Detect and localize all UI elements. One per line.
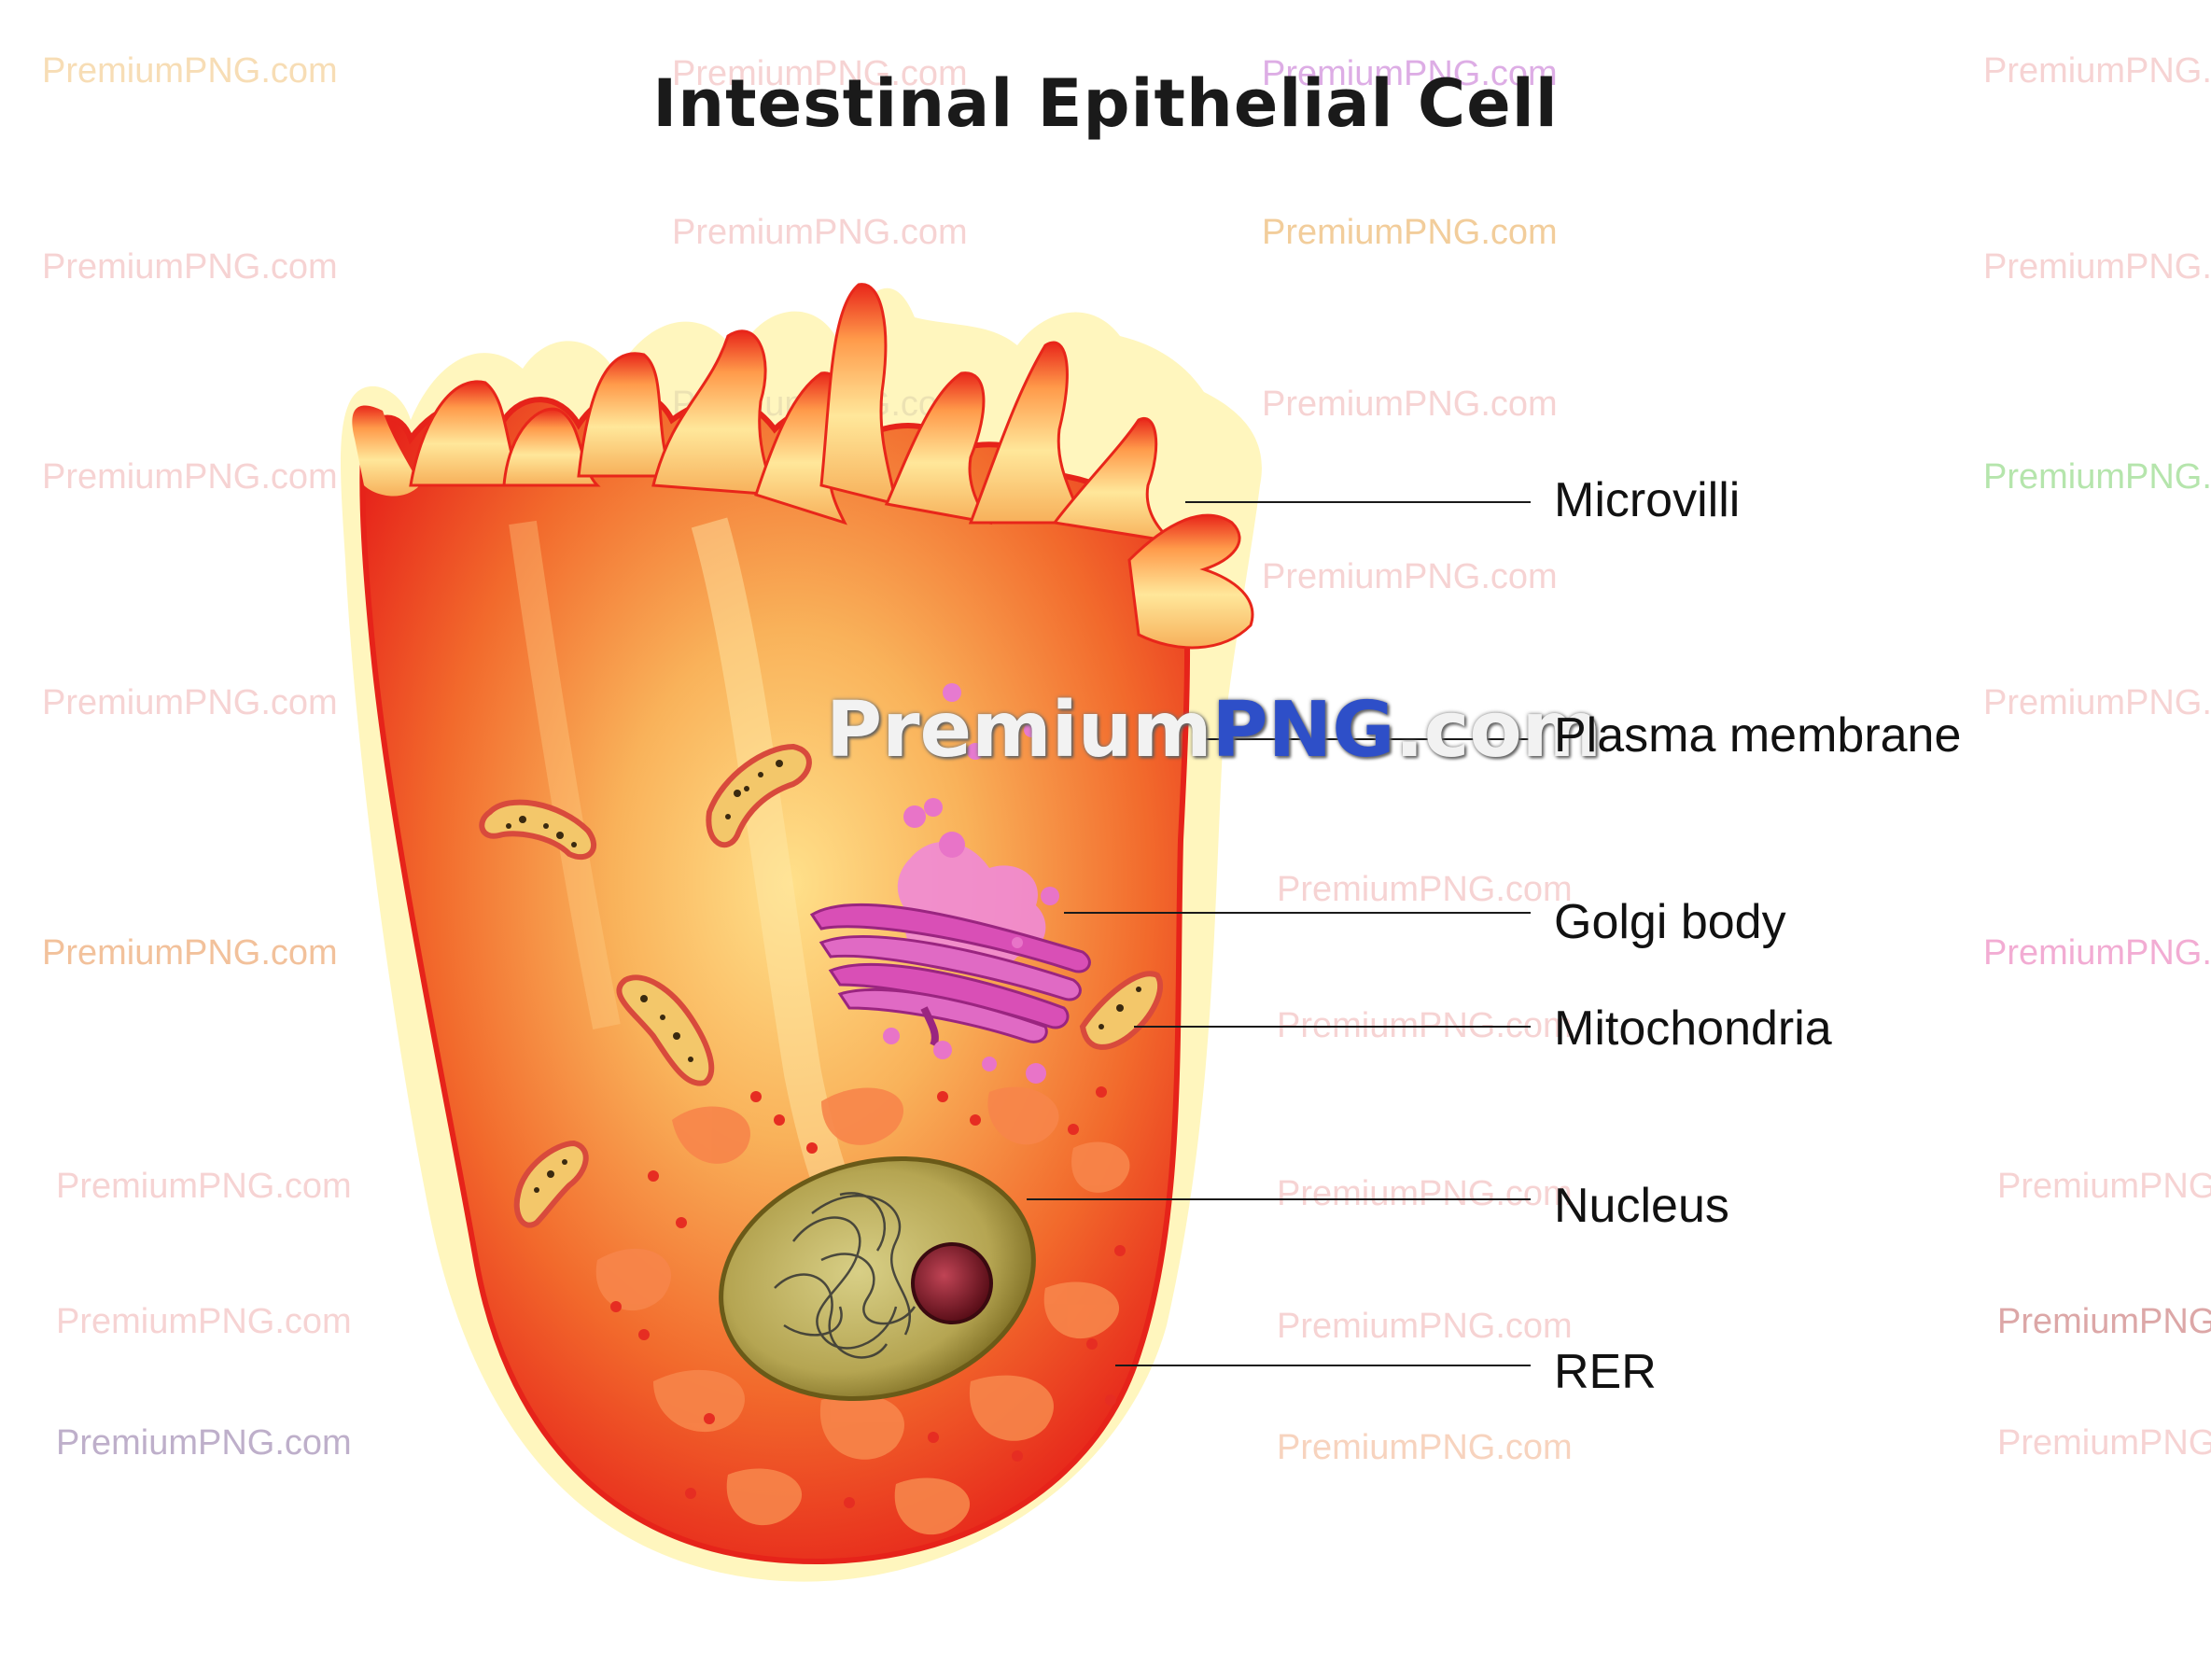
label-mitochondria: Mitochondria — [1554, 1001, 1832, 1056]
watermark: PremiumPNG.com — [1983, 683, 2211, 722]
watermark: PremiumPNG.com — [42, 247, 338, 287]
mitochondrion — [616, 974, 715, 1086]
watermark: PremiumPNG.com — [1983, 933, 2211, 973]
mitochondrion — [513, 1140, 589, 1228]
watermark: PremiumPNG.com — [1997, 1423, 2211, 1463]
watermark: PremiumPNG.com — [1262, 213, 1558, 252]
rough-endoplasmic-reticulum — [595, 1086, 1130, 1535]
watermark: PremiumPNG.com — [1262, 557, 1558, 596]
watermark: PremiumPNG.com — [1277, 870, 1573, 909]
watermark-large-png: PNG — [1211, 686, 1395, 775]
watermark: PremiumPNG.com — [42, 51, 338, 91]
watermark: PremiumPNG.com — [1983, 457, 2211, 497]
watermark: PremiumPNG.com — [672, 54, 968, 93]
watermark: PremiumPNG.com — [1983, 51, 2211, 91]
watermark: PremiumPNG.com — [1277, 1174, 1573, 1213]
watermark: PremiumPNG.com — [42, 933, 338, 973]
microvilli — [352, 283, 1254, 650]
label-plasma-membrane: Plasma membrane — [1554, 708, 1962, 763]
watermark: PremiumPNG.com — [42, 683, 338, 722]
label-rer: RER — [1554, 1345, 1657, 1399]
watermark: PremiumPNG.com — [1262, 54, 1558, 93]
mitochondrion — [1079, 971, 1164, 1050]
watermark: PremiumPNG.com — [1983, 247, 2211, 287]
watermark: PremiumPNG.com — [672, 213, 968, 252]
watermark: PremiumPNG.com — [1277, 1307, 1573, 1346]
mitochondrion — [479, 799, 596, 861]
watermark: PremiumPNG.com — [1997, 1302, 2211, 1341]
golgi-body — [809, 683, 1091, 1084]
watermark-large-dotcom: .com — [1394, 686, 1602, 775]
watermark: PremiumPNG.com — [56, 1302, 352, 1341]
watermark: PremiumPNG.com — [56, 1167, 352, 1206]
nucleolus — [911, 1242, 993, 1324]
label-nucleus: Nucleus — [1554, 1179, 1729, 1233]
label-microvilli: Microvilli — [1554, 473, 1741, 527]
watermark: PremiumPNG.com — [1277, 1428, 1573, 1467]
nucleus — [719, 1155, 1036, 1402]
label-golgi-body: Golgi body — [1554, 895, 1786, 949]
watermark: PremiumPNG.com — [1997, 1167, 2211, 1206]
diagram-title: Intestinal Epithelial Cell — [652, 65, 1559, 142]
leader-lines — [1027, 501, 1531, 1366]
mitochondrion — [706, 743, 812, 848]
watermark-large: PremiumPNG.com — [826, 686, 1602, 775]
watermark: PremiumPNG.com — [56, 1423, 352, 1463]
watermark: PremiumPNG.com — [1262, 385, 1558, 424]
watermark-large-premium: Premium — [826, 686, 1212, 775]
mitochondria — [479, 743, 1164, 1228]
watermark: PremiumPNG.com — [42, 457, 338, 497]
